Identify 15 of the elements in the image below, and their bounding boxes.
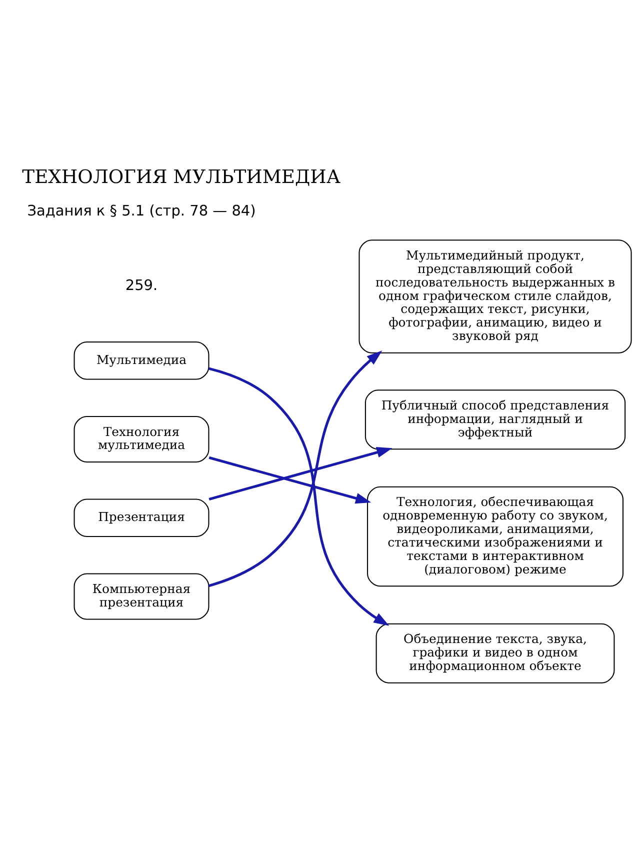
node-box: Технология мультимедиа bbox=[74, 416, 210, 463]
arrow bbox=[208, 447, 392, 501]
node-box: Публичный способ представления информации, наглядный и эффектный bbox=[364, 390, 626, 450]
arrow bbox=[208, 456, 372, 504]
arrow bbox=[208, 367, 390, 626]
node-box: Мультимедиа bbox=[74, 342, 210, 380]
label: Задания к § 5.1 (стр. 78 — 84) bbox=[27, 204, 256, 220]
node-box: Презентация bbox=[74, 498, 210, 538]
node-box: Мультимедийный продукт, представляющий собой последовательность выдержанных в одном графическом стиле слайдов, содержащих текст, рисунки, фотографии, анимацию, видео и звуковой ряд bbox=[358, 240, 632, 354]
label: 259. bbox=[125, 278, 158, 294]
node-box: Объединение текста, звука, графики и видео в одном информационном объекте bbox=[376, 623, 615, 684]
node-box: Технология, обеспечивающая одновременную работу со звуком, видеороликами, анимациями, статическими изображениями и текстами в интерактивном (диалоговом) режиме bbox=[367, 486, 624, 587]
arrow bbox=[208, 350, 382, 588]
node-box: Компьютерная презентация bbox=[74, 573, 210, 620]
diagram-title: ТЕХНОЛОГИЯ МУЛЬТИМЕДИА bbox=[22, 167, 340, 188]
